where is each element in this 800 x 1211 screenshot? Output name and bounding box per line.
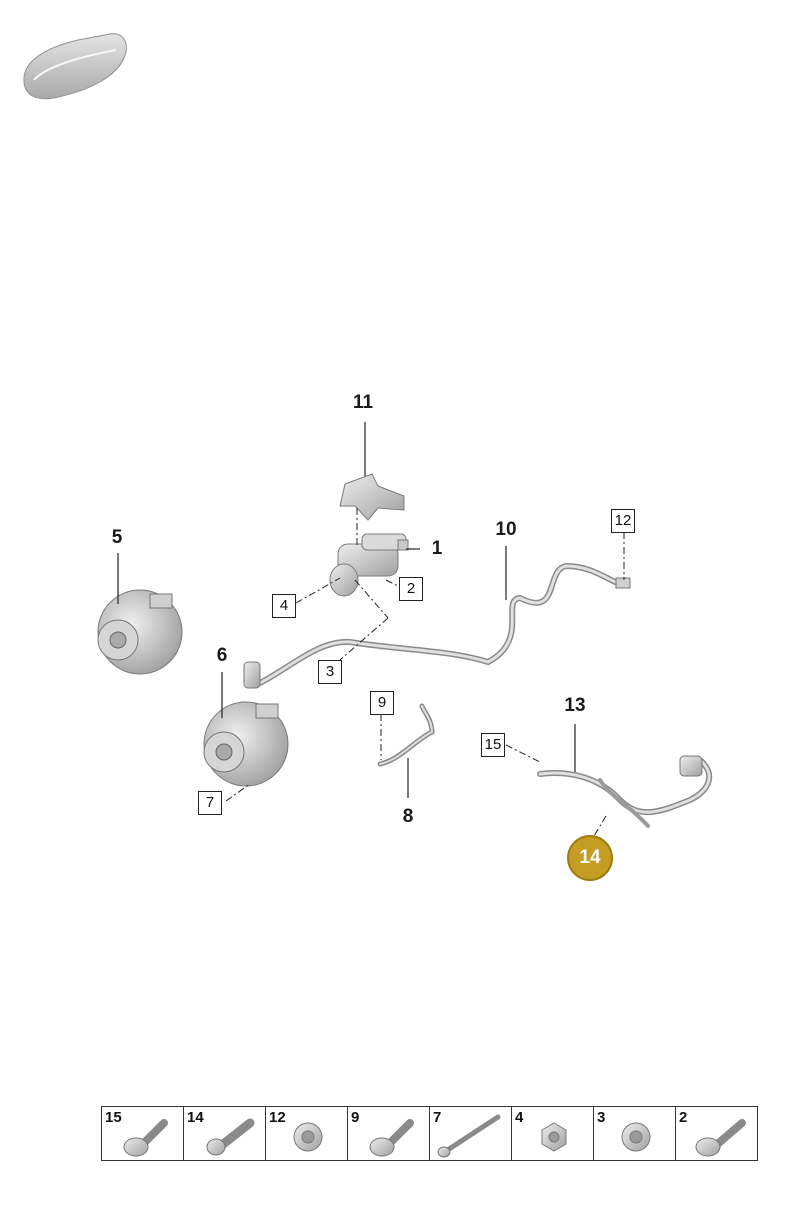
parts-number: 15 — [105, 1109, 122, 1126]
callout-7: 7 — [198, 791, 222, 815]
long-bolt-icon — [437, 1114, 501, 1158]
parts-number: 2 — [679, 1109, 688, 1126]
callout-13: 13 — [564, 695, 586, 716]
parts-number: 4 — [515, 1109, 524, 1126]
parts-number: 14 — [187, 1109, 204, 1126]
parts-number: 7 — [433, 1109, 442, 1126]
callout-4: 4 — [272, 594, 296, 618]
callout-15: 15 — [481, 733, 505, 757]
parts-cell[interactable]: 3 — [594, 1107, 676, 1160]
callout-1: 1 — [431, 538, 443, 559]
callout-5: 5 — [111, 527, 123, 548]
leader-lines — [117, 422, 576, 798]
parts-cell[interactable]: 15 — [102, 1107, 184, 1160]
starter-motor — [329, 533, 409, 597]
alternator-lower — [203, 701, 289, 787]
parts-number: 12 — [269, 1109, 286, 1126]
battery-cable — [243, 562, 631, 689]
alternator-upper — [97, 589, 183, 675]
callout-14-highlighted[interactable]: 14 — [567, 835, 613, 881]
nut-icon — [621, 1122, 651, 1152]
parts-cell[interactable]: 9 — [348, 1107, 430, 1160]
parts-cell[interactable]: 7 — [430, 1107, 512, 1160]
vehicle-thumbnail — [23, 33, 127, 100]
callout-11: 11 — [352, 392, 374, 413]
parts-number: 9 — [351, 1109, 360, 1126]
callout-8: 8 — [402, 806, 414, 827]
hex-nut-icon — [541, 1122, 567, 1152]
callout-2: 2 — [399, 577, 423, 601]
flange-bolt-icon — [695, 1119, 746, 1157]
parts-cell[interactable]: 2 — [676, 1107, 757, 1160]
callout-9: 9 — [370, 691, 394, 715]
nut-icon — [293, 1122, 323, 1152]
parts-cell[interactable]: 14 — [184, 1107, 266, 1160]
callout-12: 12 — [611, 509, 635, 533]
fastener-parts-table: 15 14 12 9 7 4 — [101, 1106, 758, 1161]
parts-cell[interactable]: 12 — [266, 1107, 348, 1160]
callout-10: 10 — [495, 519, 517, 540]
bolt-icon — [206, 1118, 255, 1156]
dashed-guides — [225, 508, 625, 837]
callout-6: 6 — [216, 645, 228, 666]
callout-3: 3 — [318, 660, 342, 684]
flange-bolt-icon — [123, 1119, 168, 1157]
wiring-harness — [537, 755, 713, 828]
flange-bolt-icon — [369, 1119, 414, 1157]
parts-number: 3 — [597, 1109, 606, 1126]
starter-bracket — [339, 473, 405, 521]
parts-cell[interactable]: 4 — [512, 1107, 594, 1160]
ground-cable — [377, 703, 435, 767]
